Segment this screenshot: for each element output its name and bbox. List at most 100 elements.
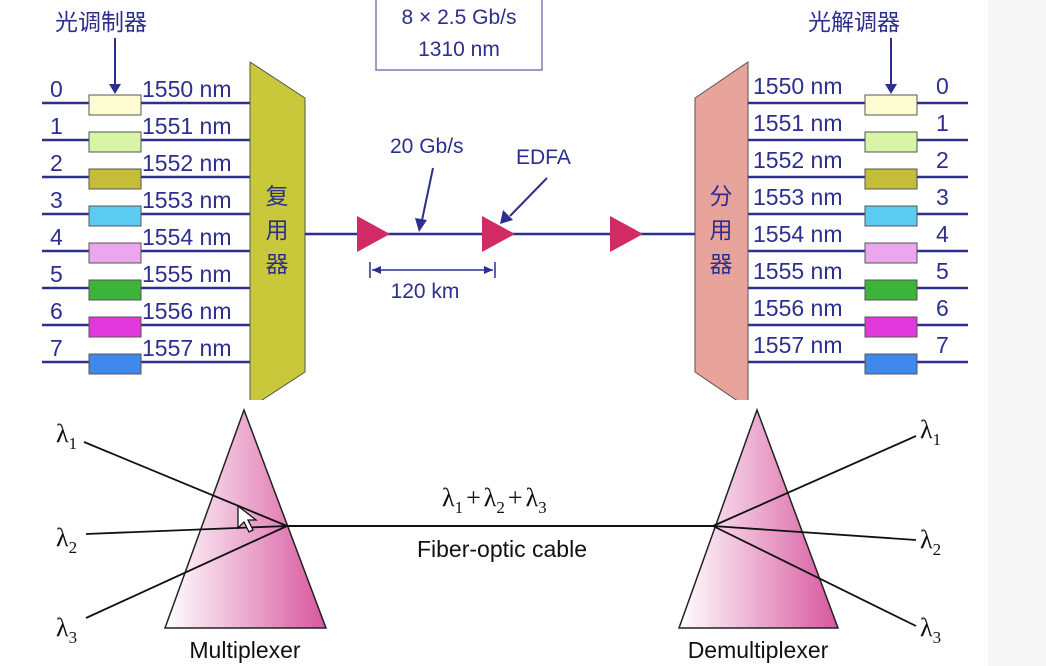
spec-line-1: 8 × 2.5 Gb/s — [402, 6, 517, 29]
right-channel-index-1: 1 — [936, 110, 949, 136]
right-channel-index-2: 2 — [936, 147, 949, 173]
demodulator-title: 光解调器 — [808, 10, 900, 36]
left-channel-6: 6 1556 nm — [42, 298, 250, 338]
left-lambda-3: λ3 — [56, 613, 77, 647]
right-channel-index-7: 7 — [936, 332, 949, 358]
left-channel-wavelength-4: 1554 nm — [142, 224, 232, 250]
left-channel-index-7: 7 — [50, 335, 63, 361]
demux-char-2: 用 — [710, 218, 733, 244]
edfa-label: EDFA — [516, 146, 571, 169]
left-channel-wavelength-5: 1555 nm — [142, 261, 232, 287]
demux-char-1: 分 — [710, 184, 733, 210]
right-channel-group: 1550 nm 0 1551 nm 1 1552 nm 2 1553 nm 3 1554… — [748, 73, 968, 375]
rate-arrow — [415, 167, 434, 232]
mux-char-2: 用 — [266, 218, 289, 244]
left-channel-wavelength-1: 1551 nm — [142, 113, 232, 139]
demultiplexer-prism — [677, 407, 840, 629]
right-channel-wavelength-6: 1556 nm — [753, 295, 843, 321]
right-channel-wavelength-7: 1557 nm — [753, 332, 843, 358]
left-channel-7: 7 1557 nm — [42, 335, 250, 375]
demux-char-3: 器 — [710, 252, 733, 278]
right-channel-wavelength-3: 1553 nm — [753, 184, 843, 210]
spec-line-2: 1310 nm — [418, 38, 500, 61]
left-channel-filter-3 — [88, 205, 142, 227]
left-channel-index-2: 2 — [50, 150, 63, 176]
left-channel-filter-1 — [88, 131, 142, 153]
left-channel-5: 5 1555 nm — [42, 261, 250, 301]
amplifier-2 — [482, 216, 515, 252]
left-channel-index-0: 0 — [50, 76, 63, 102]
mux-char-1: 复 — [266, 184, 289, 210]
right-channel-6: 1556 nm 6 — [748, 295, 968, 338]
amplifier-3 — [610, 216, 643, 252]
left-channel-filter-7 — [88, 353, 142, 375]
right-channel-filter-4 — [864, 242, 918, 264]
left-lambda-1: λ1 — [56, 419, 77, 453]
optical-demultiplexer: 分 用 器 — [694, 61, 749, 400]
left-channel-wavelength-3: 1553 nm — [142, 187, 232, 213]
mux-char-3: 器 — [266, 252, 289, 278]
left-channel-2: 2 1552 nm — [42, 150, 250, 190]
left-channel-wavelength-0: 1550 nm — [142, 76, 232, 102]
right-channel-index-0: 0 — [936, 73, 949, 99]
left-channel-index-4: 4 — [50, 224, 63, 250]
left-channel-filter-2 — [88, 168, 142, 190]
right-channel-filter-7 — [864, 353, 918, 375]
modulator-arrow — [109, 38, 121, 94]
right-channel-wavelength-1: 1551 nm — [753, 110, 843, 136]
right-channel-2: 1552 nm 2 — [748, 147, 968, 190]
modulator-title: 光调制器 — [55, 10, 147, 36]
left-channel-index-5: 5 — [50, 261, 63, 287]
right-channel-filter-5 — [864, 279, 918, 301]
right-channel-wavelength-4: 1554 nm — [753, 221, 843, 247]
right-lambda-1: λ1 — [920, 415, 941, 449]
right-channel-7: 1557 nm 7 — [748, 332, 968, 375]
right-channel-0: 1550 nm 0 — [748, 73, 968, 116]
right-lambda-3: λ3 — [920, 613, 941, 647]
right-channel-1: 1551 nm 1 — [748, 110, 968, 153]
right-lambda-2: λ2 — [920, 525, 941, 559]
right-channel-filter-0 — [864, 94, 918, 116]
left-channel-wavelength-2: 1552 nm — [142, 150, 232, 176]
span-dimension: 120 km — [369, 262, 496, 303]
right-channel-4: 1554 nm 4 — [748, 221, 968, 264]
prism-wdm-diagram: λ1 λ2 λ3 λ1 λ2 λ3 λ1+λ2+λ3 Fiber-optic c… — [56, 407, 941, 663]
scrollbar-track[interactable] — [988, 0, 1046, 666]
edfa-arrow — [500, 177, 548, 224]
right-channel-filter-3 — [864, 205, 918, 227]
left-channel-index-3: 3 — [50, 187, 63, 213]
right-channel-filter-6 — [864, 316, 918, 338]
output-beams — [712, 435, 917, 627]
spec-box: 8 × 2.5 Gb/s 1310 nm — [375, 0, 543, 71]
right-channel-wavelength-2: 1552 nm — [753, 147, 843, 173]
left-channel-wavelength-6: 1556 nm — [142, 298, 232, 324]
amplifier-1 — [357, 216, 390, 252]
sum-label: λ1+λ2+λ3 — [442, 483, 547, 517]
demultiplexer-label: Demultiplexer — [688, 637, 829, 663]
left-lambda-2: λ2 — [56, 523, 77, 557]
input-beams — [83, 441, 288, 619]
left-channel-filter-5 — [88, 279, 142, 301]
rate-label: 20 Gb/s — [390, 135, 464, 158]
right-channel-wavelength-0: 1550 nm — [753, 73, 843, 99]
span-label: 120 km — [391, 280, 460, 303]
left-channel-0: 0 1550 nm — [42, 76, 250, 116]
right-channel-index-6: 6 — [936, 295, 949, 321]
optical-multiplexer: 复 用 器 — [249, 61, 306, 400]
left-channel-filter-4 — [88, 242, 142, 264]
right-channel-3: 1553 nm 3 — [748, 184, 968, 227]
left-channel-filter-0 — [88, 94, 142, 116]
left-channel-wavelength-7: 1557 nm — [142, 335, 232, 361]
right-channel-wavelength-5: 1555 nm — [753, 258, 843, 284]
left-channel-4: 4 1554 nm — [42, 224, 250, 264]
right-channel-filter-1 — [864, 131, 918, 153]
demodulator-arrow — [885, 38, 897, 94]
right-channel-index-4: 4 — [936, 221, 949, 247]
right-channel-index-3: 3 — [936, 184, 949, 210]
cable-label: Fiber-optic cable — [417, 536, 587, 562]
left-channel-index-6: 6 — [50, 298, 63, 324]
